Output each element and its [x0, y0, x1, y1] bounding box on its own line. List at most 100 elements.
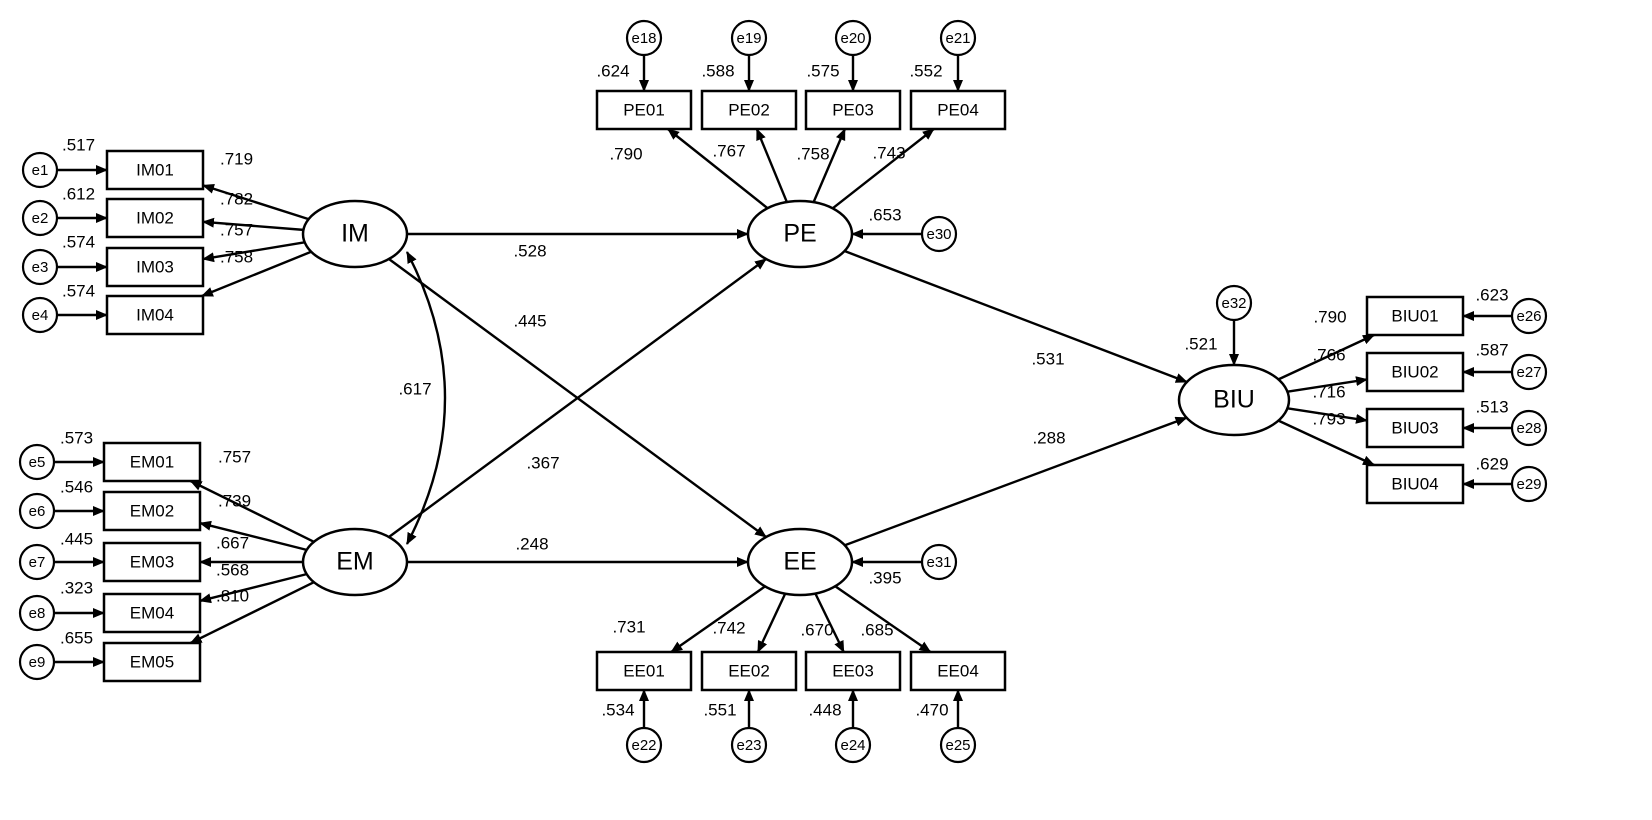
loading-value: .719 — [220, 149, 253, 168]
indicator-box — [804, 650, 902, 692]
indicator-label: IM02 — [136, 208, 174, 227]
error-term — [939, 19, 977, 57]
error-term — [18, 643, 56, 681]
loading-value: .743 — [872, 143, 905, 162]
error-label: e21 — [945, 30, 970, 47]
r2-value: .655 — [60, 628, 93, 647]
error-label: e8 — [29, 605, 46, 622]
error-term — [834, 19, 872, 57]
latent-ee — [746, 527, 854, 597]
r2-value: .470 — [915, 700, 948, 719]
error-label: e25 — [945, 737, 970, 754]
indicator-label: EE01 — [623, 661, 665, 680]
path-coefficient: .288 — [1032, 428, 1065, 447]
loading-arrow — [814, 593, 845, 653]
loading-arrow — [667, 128, 769, 210]
loading-value: .790 — [1313, 307, 1346, 326]
indicator-box — [1365, 351, 1465, 393]
indicator-label: BIU01 — [1391, 306, 1438, 325]
error-label: e9 — [29, 654, 46, 671]
error-term — [1510, 353, 1548, 391]
indicator-box — [700, 89, 798, 131]
indicator-box — [102, 441, 202, 483]
loading-value: .793 — [1312, 409, 1345, 428]
error-term — [625, 19, 663, 57]
loading-arrow — [199, 520, 307, 552]
r2-value: .534 — [601, 700, 634, 719]
latent-label: PE — [783, 220, 816, 248]
error-label: e23 — [736, 737, 761, 754]
structural-path — [388, 258, 767, 538]
error-label: e5 — [29, 454, 46, 471]
indicator-box — [1365, 463, 1465, 505]
r2-value: .574 — [62, 232, 95, 251]
loading-value: .742 — [712, 618, 745, 637]
loading-arrow — [189, 581, 315, 645]
indicator-label: IM04 — [136, 305, 174, 324]
loading-value: .568 — [216, 560, 249, 579]
indicator-box — [102, 541, 202, 583]
indicator-box — [700, 650, 798, 692]
r2-value: .623 — [1475, 285, 1508, 304]
indicator-label: PE04 — [937, 100, 979, 119]
r2-value: .551 — [703, 700, 736, 719]
latent-label: EE — [783, 548, 816, 576]
loading-value: .766 — [1312, 345, 1345, 364]
indicator-label: EE04 — [937, 661, 979, 680]
path-coefficient: .367 — [526, 453, 559, 472]
r2-value: .612 — [62, 184, 95, 203]
loading-value: .757 — [218, 447, 251, 466]
error-label: e28 — [1516, 420, 1541, 437]
disturbance-term — [920, 543, 958, 581]
r2-value: .448 — [808, 700, 841, 719]
error-label: e24 — [840, 737, 865, 754]
loading-arrow — [670, 585, 766, 653]
r2-value: .624 — [596, 61, 629, 80]
error-label: e6 — [29, 503, 46, 520]
indicator-box — [102, 641, 202, 683]
disturbance-term — [920, 215, 958, 253]
indicator-box — [1365, 407, 1465, 449]
indicator-box — [595, 650, 693, 692]
r2-value: .521 — [1184, 334, 1217, 353]
indicator-box — [909, 650, 1007, 692]
error-label: e26 — [1516, 308, 1541, 325]
r2-value: .653 — [868, 205, 901, 224]
structural-path — [844, 249, 1188, 384]
error-label: e4 — [32, 307, 49, 324]
indicator-label: BIU02 — [1391, 362, 1438, 381]
disturbance-label: e32 — [1221, 295, 1246, 312]
loading-value: .790 — [609, 144, 642, 163]
r2-value: .573 — [60, 428, 93, 447]
r2-value: .588 — [701, 61, 734, 80]
r2-value: .323 — [60, 578, 93, 597]
indicator-label: PE01 — [623, 100, 665, 119]
loading-arrow — [202, 241, 305, 263]
error-term — [21, 248, 59, 286]
loading-value: .685 — [860, 620, 893, 639]
error-term — [730, 726, 768, 764]
error-label: e3 — [32, 259, 49, 276]
loading-value: .739 — [218, 491, 251, 510]
indicator-label: IM03 — [136, 257, 174, 276]
error-term — [18, 443, 56, 481]
indicator-label: EM04 — [130, 603, 174, 622]
indicator-label: IM01 — [136, 160, 174, 179]
r2-value: .587 — [1475, 340, 1508, 359]
indicator-box — [1365, 295, 1465, 337]
loading-arrow — [812, 128, 846, 203]
indicator-label: EM05 — [130, 652, 174, 671]
path-coefficient: .531 — [1031, 349, 1064, 368]
indicator-label: EM02 — [130, 501, 174, 520]
structural-path — [844, 416, 1188, 547]
loading-arrow — [202, 217, 304, 232]
r2-value: .513 — [1475, 397, 1508, 416]
r2-value: .574 — [62, 281, 95, 300]
path-coefficient: .528 — [513, 241, 546, 260]
indicator-label: BIU03 — [1391, 418, 1438, 437]
loading-value: .758 — [796, 144, 829, 163]
error-term — [21, 199, 59, 237]
latent-em — [301, 527, 409, 597]
error-label: e1 — [32, 162, 49, 179]
